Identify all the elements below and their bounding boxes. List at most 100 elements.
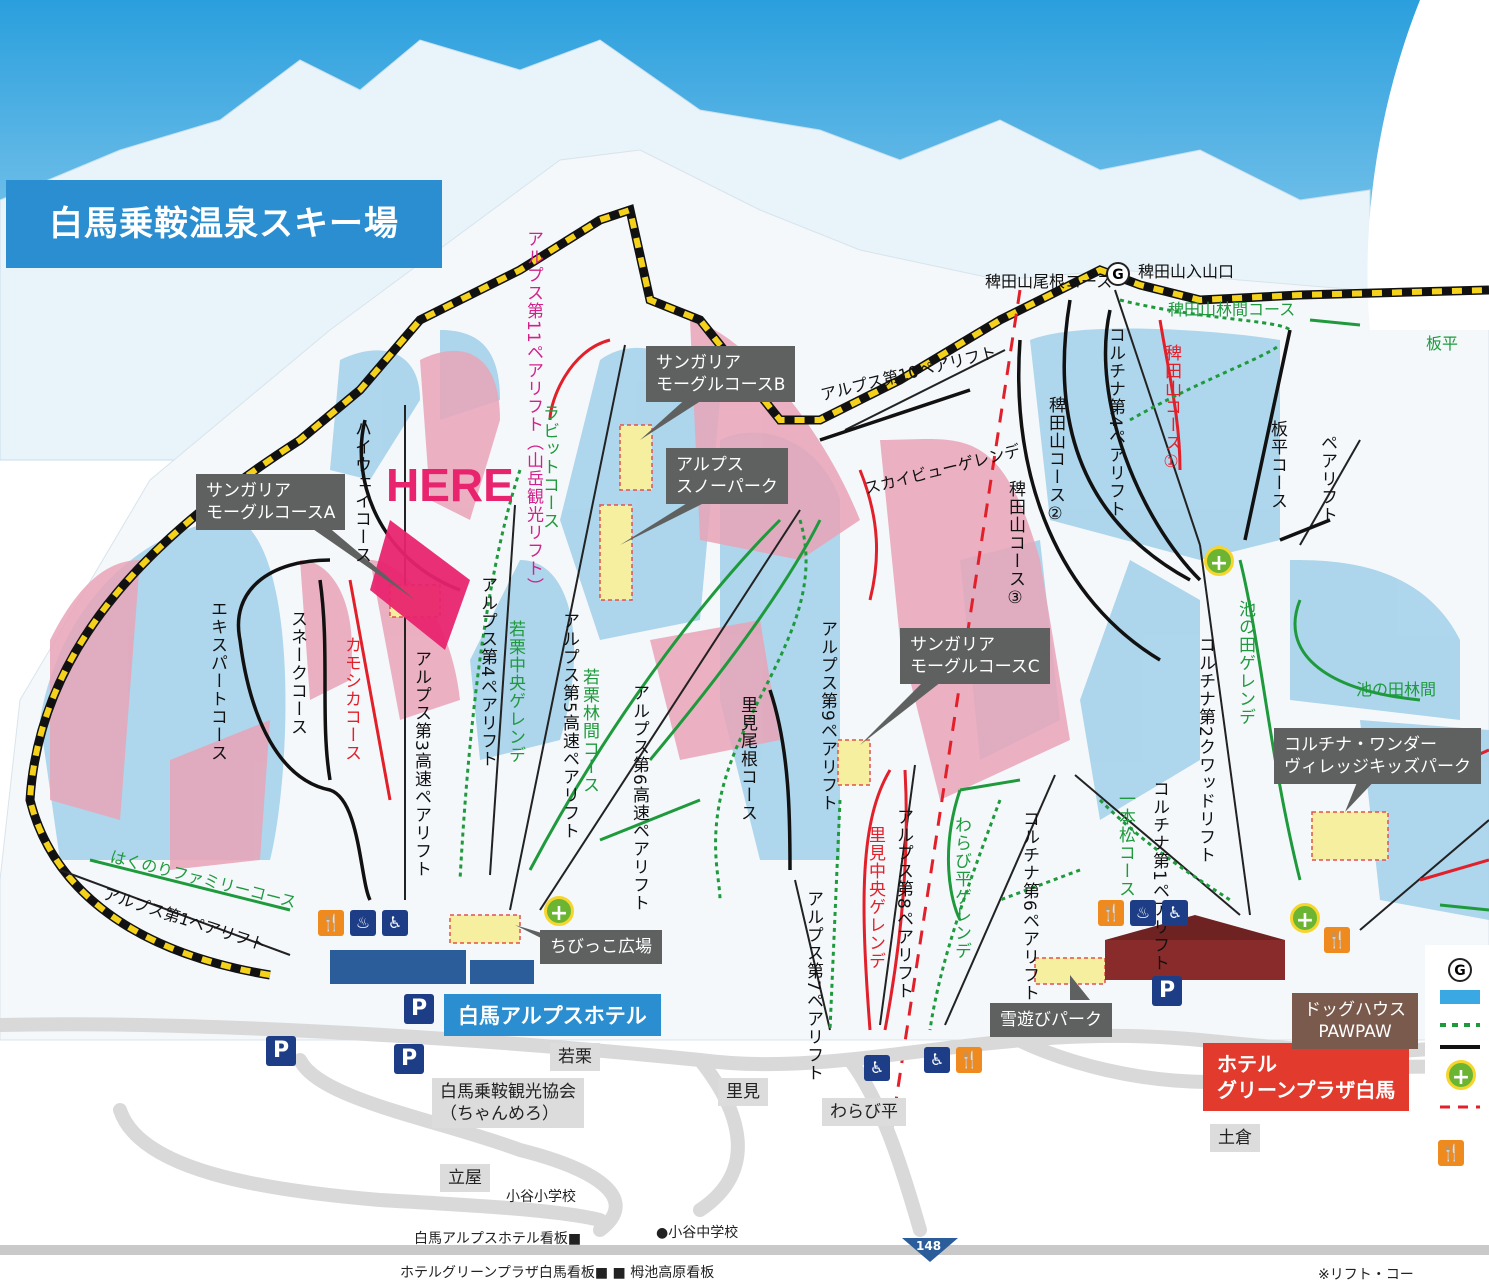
course-wakaguri-rinkan[interactable]: 若栗林間コース [579, 668, 599, 794]
callout-yuki-park[interactable]: 雪遊びパーク [990, 1003, 1112, 1037]
lift-lines [59, 289, 1489, 1031]
footer-note: ※リフト・コー [1318, 1267, 1414, 1280]
green-courses [89, 298, 1489, 1031]
rest-house-icon[interactable]: + [1290, 903, 1320, 933]
rest-house-icon[interactable]: + [1204, 546, 1234, 576]
onsen-icon: ♨ [1130, 900, 1156, 926]
course-warabidaira[interactable]: わらび平ゲレンデ [951, 816, 971, 960]
callout-snowpark[interactable]: アルプススノーパーク [666, 448, 788, 504]
area-tateya: 立屋 [440, 1164, 490, 1192]
restaurant-icon: 🍴 [1324, 927, 1350, 953]
lift-cortina-6[interactable]: コルチナ第6ペアリフト [1019, 810, 1039, 1002]
course-hiedayama-one[interactable]: 稗田山尾根コース [985, 272, 1113, 291]
callout-line: サンガリア [656, 353, 741, 373]
callout-line: サンガリア [206, 481, 291, 501]
course-snake[interactable]: スネークコース [287, 610, 307, 736]
hotel-green-line: グリーンプラザ白馬 [1217, 1078, 1396, 1102]
route-148-number: 148 [916, 1239, 942, 1253]
course-itadaira[interactable]: 板平コース [1267, 420, 1287, 510]
parking-icon[interactable]: P [394, 1044, 424, 1074]
legend-rest-house-icon: + [1446, 1060, 1476, 1090]
course-hieda-2[interactable]: 稗田山コース② [1045, 396, 1065, 525]
course-itadaira-green[interactable]: 板平 [1426, 334, 1459, 353]
callout-line: モーグルコースC [910, 657, 1040, 677]
toilet-icon: ♿ [382, 910, 408, 936]
lift-6[interactable]: アルプス第6高速ペアリフト [629, 684, 649, 912]
sign-green-plaza: ホテルグリーンプラザ白馬看板■ ■ 栂池高原看板 [400, 1265, 715, 1280]
callout-mogul-c[interactable]: サンガリアモーグルコースC [900, 628, 1050, 684]
parking-icon[interactable]: P [266, 1036, 296, 1066]
legend-restaurant-icon: 🍴 [1438, 1140, 1464, 1166]
callout-chibikko[interactable]: ちびっこ広場 [540, 930, 662, 964]
course-highway[interactable]: ハイウェイコース [351, 420, 371, 564]
toilet-icon: ♿ [1162, 900, 1188, 926]
tourism-line: （ちゃんめろ） [440, 1104, 559, 1124]
lift-cortina-1[interactable]: コルチナ第1ペアリフト [1149, 780, 1169, 972]
parking-icon[interactable]: P [404, 994, 434, 1024]
legend-gondola-icon: G [1448, 958, 1472, 982]
black-courses [236, 299, 1331, 901]
restaurant-icon: 🍴 [1098, 900, 1124, 926]
otari-junior-high-label: ●小谷中学校 [656, 1225, 739, 1241]
area-warabidaira: わらび平 [822, 1098, 906, 1126]
restaurant-icon: 🍴 [318, 910, 344, 936]
rest-house-icon[interactable]: + [544, 896, 574, 926]
lift-9[interactable]: アルプス第9ペアリフト [817, 620, 837, 812]
here-marker-area [370, 520, 470, 650]
course-ikenota-rinkan[interactable]: 池の田林間 [1356, 680, 1437, 699]
lift-8[interactable]: アルプス第8ペアリフト [893, 808, 913, 1000]
callout-pointers [300, 395, 1380, 1000]
tourism-association-label[interactable]: 白馬乗鞍観光協会（ちゃんめろ） [432, 1078, 584, 1128]
lift-pair[interactable]: ペアリフト [1317, 434, 1337, 524]
course-expert[interactable]: エキスパートコース [207, 600, 227, 762]
course-satomi-chuo[interactable]: 里見中央ゲレンデ [865, 826, 885, 970]
course-wakaguri-chuo[interactable]: 若栗中央ゲレンデ [505, 620, 525, 764]
course-satomi-one[interactable]: 里見尾根コース [737, 696, 757, 822]
tourism-line: 白馬乗鞍観光協会 [440, 1082, 576, 1102]
callout-line: スノーパーク [676, 477, 778, 497]
toilet-icon: ♿ [864, 1055, 890, 1081]
callout-line: コルチナ・ワンダー [1284, 735, 1437, 755]
area-tokura: 土倉 [1210, 1124, 1260, 1152]
hotel-green-plaza-label[interactable]: ホテルグリーンプラザ白馬 [1203, 1043, 1410, 1111]
course-hieda-3[interactable]: 稗田山コース③ [1005, 480, 1025, 609]
lift-5[interactable]: アルプス第5高速ペアリフト [559, 612, 579, 840]
course-hieda-rinkan[interactable]: 稗田山林間コース [1168, 300, 1296, 319]
dog-house-line: ドッグハウス [1304, 1000, 1406, 1020]
area-boundary [26, 206, 1489, 978]
area-satomi: 里見 [718, 1078, 768, 1106]
parking-icon[interactable]: P [1152, 976, 1182, 1006]
page-title: 白馬乗鞍温泉スキー場 [6, 180, 442, 268]
lift-4[interactable]: アルプス第4ペアリフト [477, 576, 497, 768]
callout-line: モーグルコースB [656, 375, 786, 395]
callout-mogul-a[interactable]: サンガリアモーグルコースA [196, 474, 346, 530]
callout-kids-park[interactable]: コルチナ・ワンダーヴィレッジキッズパーク [1274, 728, 1481, 784]
course-kamoshika[interactable]: カモシカコース [341, 636, 361, 762]
lift-cortina-2[interactable]: コルチナ第2クワッドリフト [1195, 636, 1215, 864]
course-ipponmatsu[interactable]: 一本松コース [1115, 790, 1135, 898]
callout-mogul-b[interactable]: サンガリアモーグルコースB [646, 346, 796, 402]
hieda-entrance-label[interactable]: 稗田山入山口 [1138, 262, 1235, 281]
buildings [330, 915, 1285, 984]
gondola-start-icon: G [1106, 262, 1130, 286]
lift-7[interactable]: アルプス第7ペアリフト [803, 890, 823, 1082]
restaurant-icon: 🍴 [956, 1047, 982, 1073]
onsen-icon: ♨ [350, 910, 376, 936]
lift-11[interactable]: アルプス第11ペアリフト（山岳観光リフト） [523, 230, 543, 596]
toilet-icon: ♿ [924, 1047, 950, 1073]
course-ikenota[interactable]: 池の田ゲレンデ [1235, 600, 1255, 726]
course-hieda-1[interactable]: 稗田山コース① [1161, 344, 1181, 473]
callout-line: モーグルコースA [206, 503, 336, 523]
course-rabbit[interactable]: ラビットコース [539, 404, 559, 530]
red-courses [348, 319, 1489, 1031]
area-wakaguri: 若栗 [550, 1043, 600, 1071]
lift-3[interactable]: アルプス第3高速ペアリフト [411, 650, 431, 878]
lift-cortina-4[interactable]: コルチナ第4ペアリフト [1105, 326, 1125, 518]
hotel-alps-label[interactable]: 白馬アルプスホテル [444, 994, 661, 1036]
callout-line: アルプス [676, 455, 744, 475]
dog-house-line: PAWPAW [1318, 1022, 1392, 1042]
otari-elementary-label: 小谷小学校 [506, 1189, 576, 1205]
